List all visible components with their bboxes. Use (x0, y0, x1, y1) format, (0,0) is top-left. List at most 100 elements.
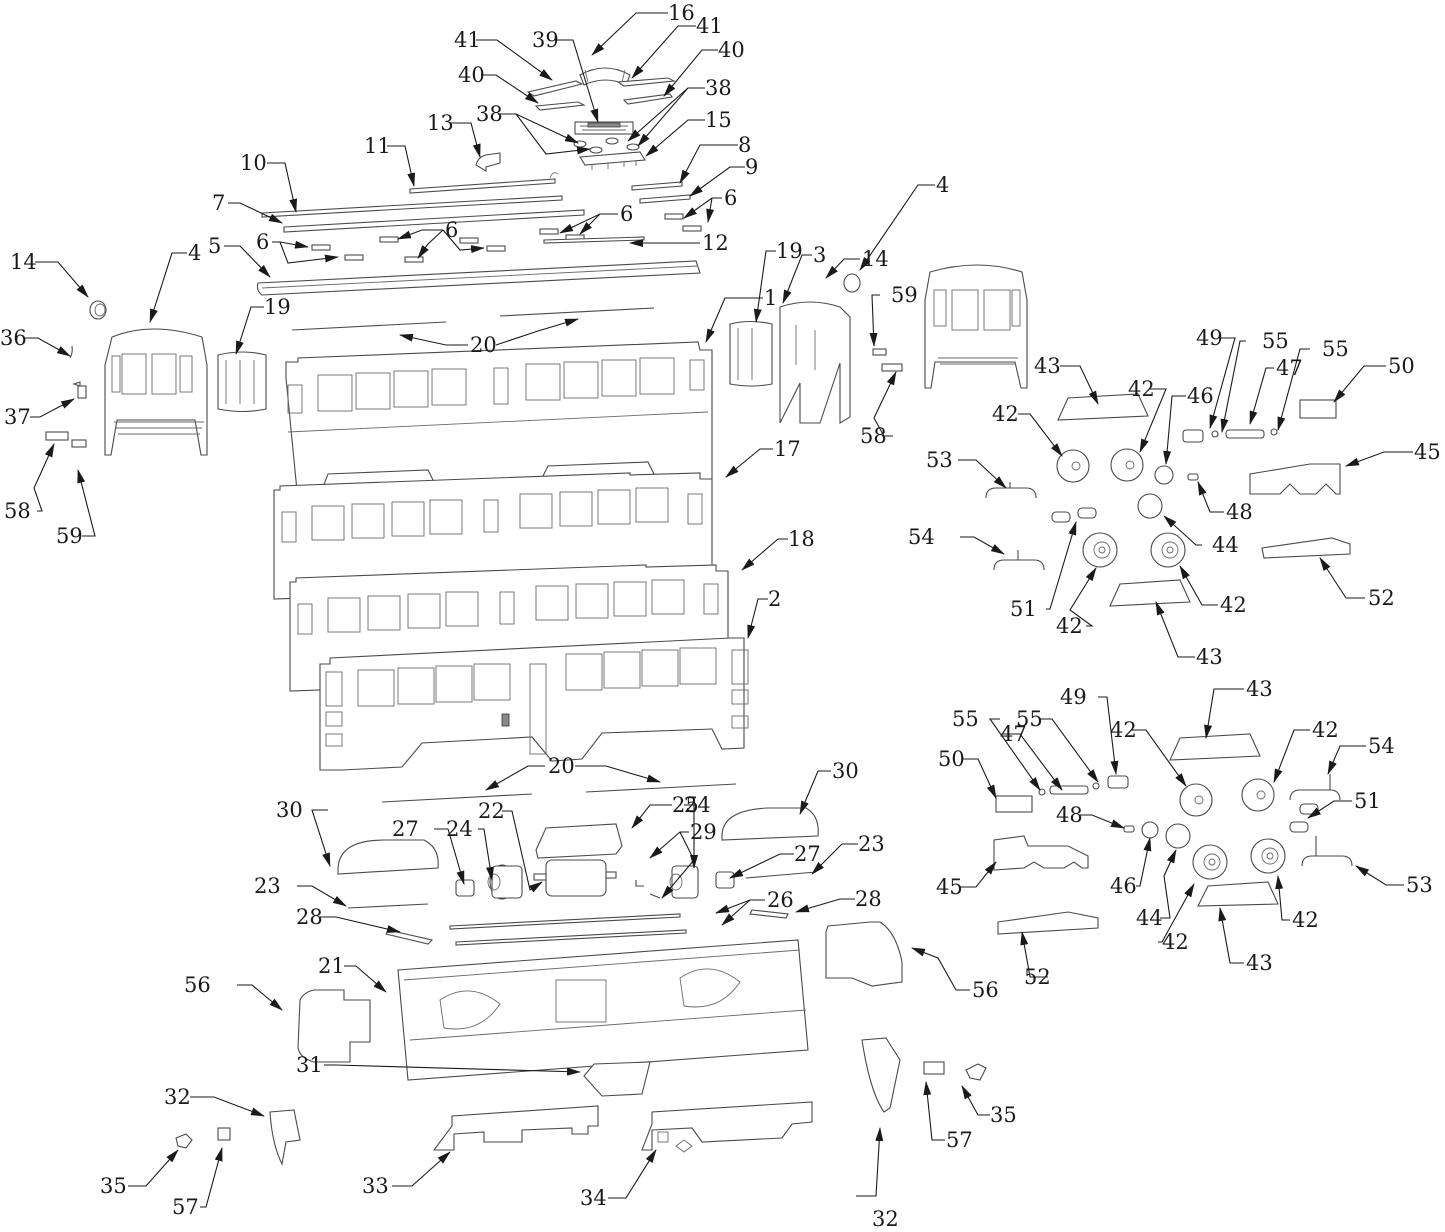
part-1-body-side (285, 341, 713, 502)
callout-11: 11 (364, 134, 391, 158)
callout-38: 38 (476, 102, 503, 126)
part-38-grommet (573, 137, 640, 154)
part-13-roof-fitting (475, 152, 501, 172)
callout-57: 57 (946, 1128, 973, 1152)
callout-50: 50 (938, 747, 965, 771)
callout-6: 6 (620, 202, 633, 226)
part-21-chassis (397, 939, 809, 1081)
part-49-coupling (1182, 429, 1204, 443)
callout-29: 29 (690, 820, 717, 844)
callout-5: 5 (208, 234, 221, 258)
callout-9: 9 (745, 155, 758, 179)
callout-7: 7 (212, 191, 225, 215)
callout-19: 19 (776, 239, 803, 263)
part-14-headlight-lens-right (843, 273, 861, 293)
part-2-body-side (319, 637, 749, 771)
callout-34: 34 (580, 1186, 607, 1210)
callout-55: 55 (1016, 707, 1043, 731)
leader-lines (25, 12, 1413, 1208)
callout-6: 6 (256, 230, 269, 254)
callout-6: 6 (445, 218, 458, 242)
callout-31: 31 (296, 1053, 323, 1077)
part-20-handrail-upper (291, 307, 655, 331)
callout-4: 4 (188, 241, 201, 265)
part-47-worm (1225, 429, 1265, 439)
callout-37: 37 (4, 405, 31, 429)
part-19-cab-window-right (729, 320, 773, 387)
callout-58: 58 (860, 424, 887, 448)
callout-48: 48 (1226, 500, 1253, 524)
callout-35: 35 (990, 1103, 1017, 1127)
callout-54: 54 (1368, 734, 1395, 758)
callout-20: 20 (548, 754, 575, 778)
callout-42: 42 (1292, 908, 1319, 932)
callout-56: 56 (184, 973, 211, 997)
callout-16: 16 (668, 1, 695, 25)
callout-30: 30 (832, 759, 859, 783)
callout-12: 12 (702, 231, 729, 255)
callout-14: 14 (10, 250, 37, 274)
callout-32: 32 (872, 1207, 899, 1228)
part-8-roof-strip (631, 181, 683, 191)
callout-24: 24 (684, 793, 711, 817)
callout-52: 52 (1368, 586, 1395, 610)
callout-51: 51 (1010, 597, 1037, 621)
part-22-motor (533, 859, 617, 897)
callout-25: 25 (672, 793, 699, 817)
part-6-insulator (311, 213, 702, 263)
part-24-flywheel (487, 864, 523, 900)
part-29-contact (635, 880, 661, 899)
callout-27: 27 (794, 842, 821, 866)
part-59-lamp-right (872, 348, 887, 356)
part-28-pickup (385, 909, 789, 945)
part-59-lamp (71, 439, 87, 448)
part-51-axle-bush (1051, 511, 1071, 523)
callout-39: 39 (532, 28, 559, 52)
callout-4: 4 (936, 173, 949, 197)
callout-43: 43 (1034, 354, 1061, 378)
callout-47: 47 (1276, 356, 1303, 380)
callout-18: 18 (788, 527, 815, 551)
part-43-bogie-frame-top (1057, 393, 1149, 421)
callout-40: 40 (458, 63, 485, 87)
callout-42: 42 (1110, 718, 1137, 742)
bogie-upper (985, 393, 1351, 607)
callout-36: 36 (0, 326, 27, 350)
part-56-end-frame (297, 921, 903, 1063)
callout-24: 24 (446, 817, 473, 841)
part-58-lamp-right (881, 363, 903, 372)
callout-42: 42 (1162, 930, 1189, 954)
callout-42: 42 (1128, 377, 1155, 401)
part-14-headlight-lens (89, 300, 107, 320)
callout-21: 21 (318, 954, 345, 978)
callout-10: 10 (240, 151, 267, 175)
callout-46: 46 (1110, 874, 1137, 898)
callout-49: 49 (1196, 326, 1223, 350)
callout-15: 15 (705, 108, 732, 132)
callout-42: 42 (1220, 593, 1247, 617)
callout-41: 41 (696, 14, 723, 38)
part-3-cab-section (779, 301, 851, 424)
callout-23: 23 (858, 832, 885, 856)
callout-51: 51 (1354, 789, 1381, 813)
callout-8: 8 (738, 133, 751, 157)
part-25-motor-bracket (535, 823, 623, 859)
callout-47: 47 (1000, 722, 1027, 746)
callout-43: 43 (1196, 645, 1223, 669)
callout-50: 50 (1388, 354, 1415, 378)
callout-17: 17 (774, 437, 801, 461)
callout-26: 26 (767, 888, 794, 912)
callout-32: 32 (164, 1085, 191, 1109)
part-46-gear (1154, 465, 1174, 485)
callout-42: 42 (1312, 718, 1339, 742)
part-32-pilot (269, 1037, 901, 1166)
callout-41: 41 (454, 28, 481, 52)
part-15-roof-base (579, 151, 646, 170)
callout-14: 14 (862, 247, 889, 271)
callout-23: 23 (254, 874, 281, 898)
part-26-strip (449, 913, 687, 946)
bogie-lower (993, 733, 1353, 935)
part-37-horn (72, 381, 87, 399)
callout-53: 53 (926, 448, 953, 472)
